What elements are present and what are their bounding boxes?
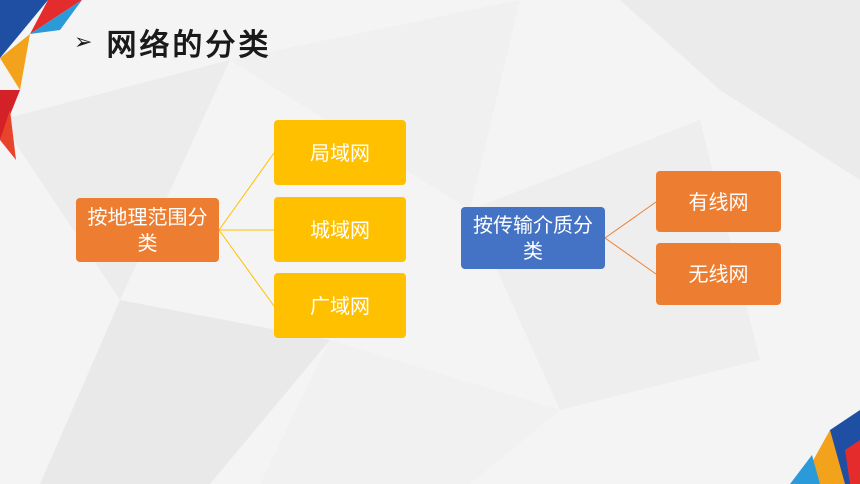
connector-line xyxy=(604,237,657,275)
node-geo-root: 按地理范围分类 xyxy=(76,198,219,262)
node-wan: 广域网 xyxy=(274,273,406,338)
node-label: 无线网 xyxy=(688,262,749,286)
node-wireless: 无线网 xyxy=(656,243,781,305)
top-left-shards-decoration xyxy=(0,0,82,160)
node-label: 有线网 xyxy=(688,189,749,214)
node-label: 广域网 xyxy=(310,293,370,318)
connector-line xyxy=(604,201,657,239)
node-label: 按传输介质分类 xyxy=(473,213,593,263)
bottom-right-shards-decoration xyxy=(790,410,860,484)
connector-line xyxy=(218,229,275,307)
node-label: 城域网 xyxy=(310,217,370,242)
arrow-right-icon: ➢ xyxy=(74,29,93,55)
node-label: 局域网 xyxy=(310,140,370,165)
connector-line xyxy=(218,152,275,231)
geo-connectors xyxy=(218,152,275,307)
node-label: 按地理范围分类 xyxy=(87,205,208,255)
page-title: ➢ 网络的分类 xyxy=(74,22,272,63)
page-title-text: 网络的分类 xyxy=(106,28,272,63)
node-media-root: 按传输介质分类 xyxy=(461,207,605,269)
media-connectors xyxy=(604,201,657,275)
node-man: 城域网 xyxy=(274,197,406,262)
node-wired: 有线网 xyxy=(656,171,781,232)
node-lan: 局域网 xyxy=(274,120,406,185)
